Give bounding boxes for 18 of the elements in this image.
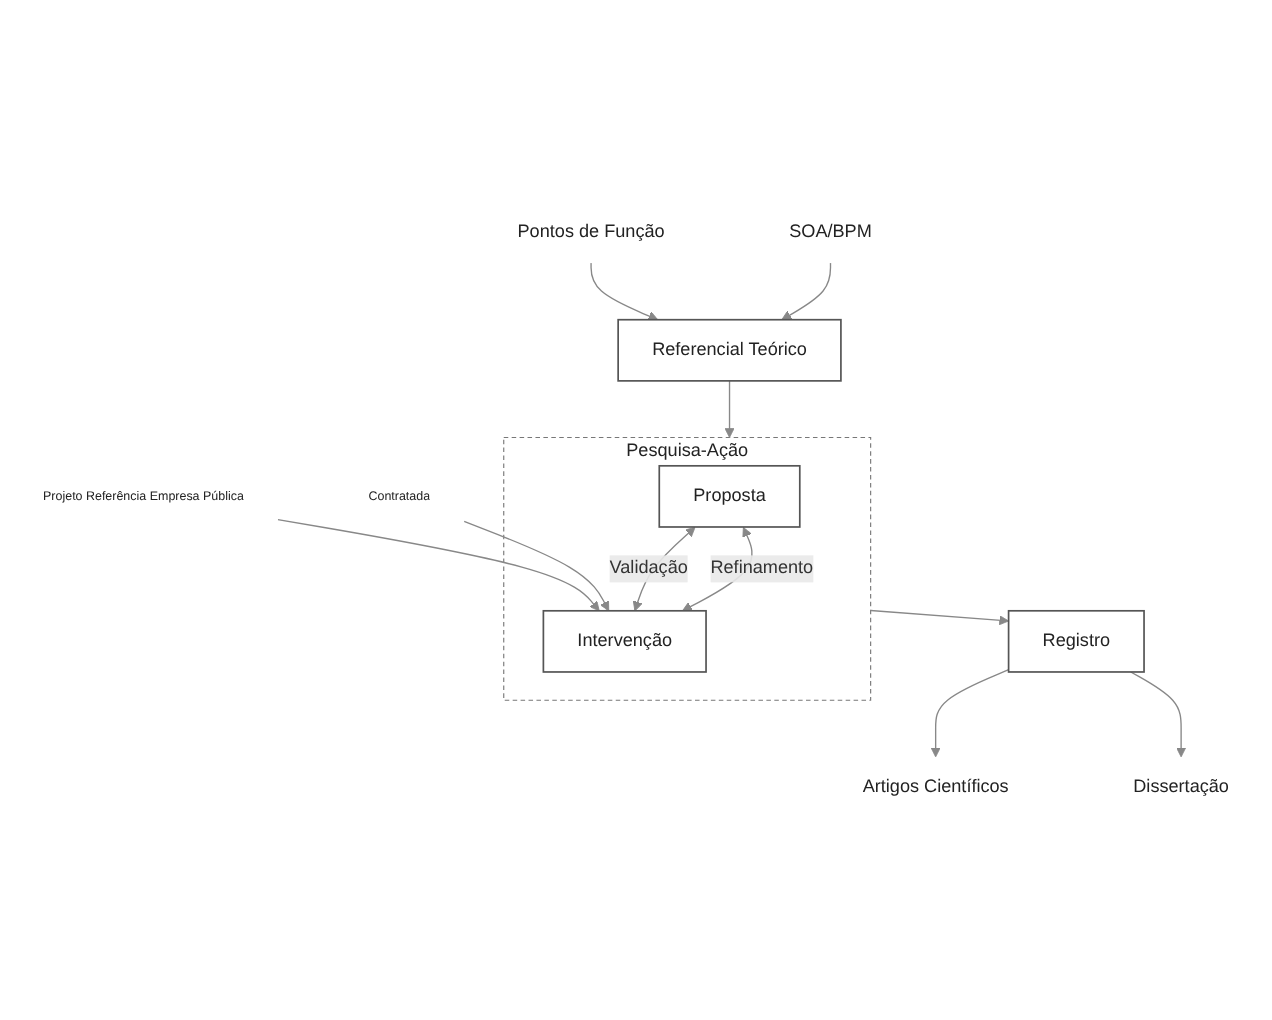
- arrow: [590, 262, 659, 321]
- node-box: Registro: [1007, 609, 1145, 673]
- node-text: Dissertação: [1133, 777, 1229, 797]
- edge-label: Validação: [609, 558, 688, 578]
- node-text: Artigos Científicos: [862, 777, 1009, 797]
- node-text: SOA/BPM: [789, 222, 872, 242]
- node-text: Pontos de Função: [517, 222, 665, 242]
- arrow: [1130, 671, 1187, 758]
- edge-label: Refinamento: [710, 558, 814, 578]
- arrow: [463, 520, 610, 612]
- arrow: [724, 380, 735, 438]
- arrow: [277, 518, 600, 612]
- node-box: Intervenção: [542, 609, 707, 673]
- arrow: [781, 262, 832, 321]
- node-box: Proposta: [658, 464, 801, 528]
- arrow: [869, 609, 1010, 626]
- node-box: Referencial Teórico: [617, 318, 842, 382]
- arrow: [930, 669, 1010, 758]
